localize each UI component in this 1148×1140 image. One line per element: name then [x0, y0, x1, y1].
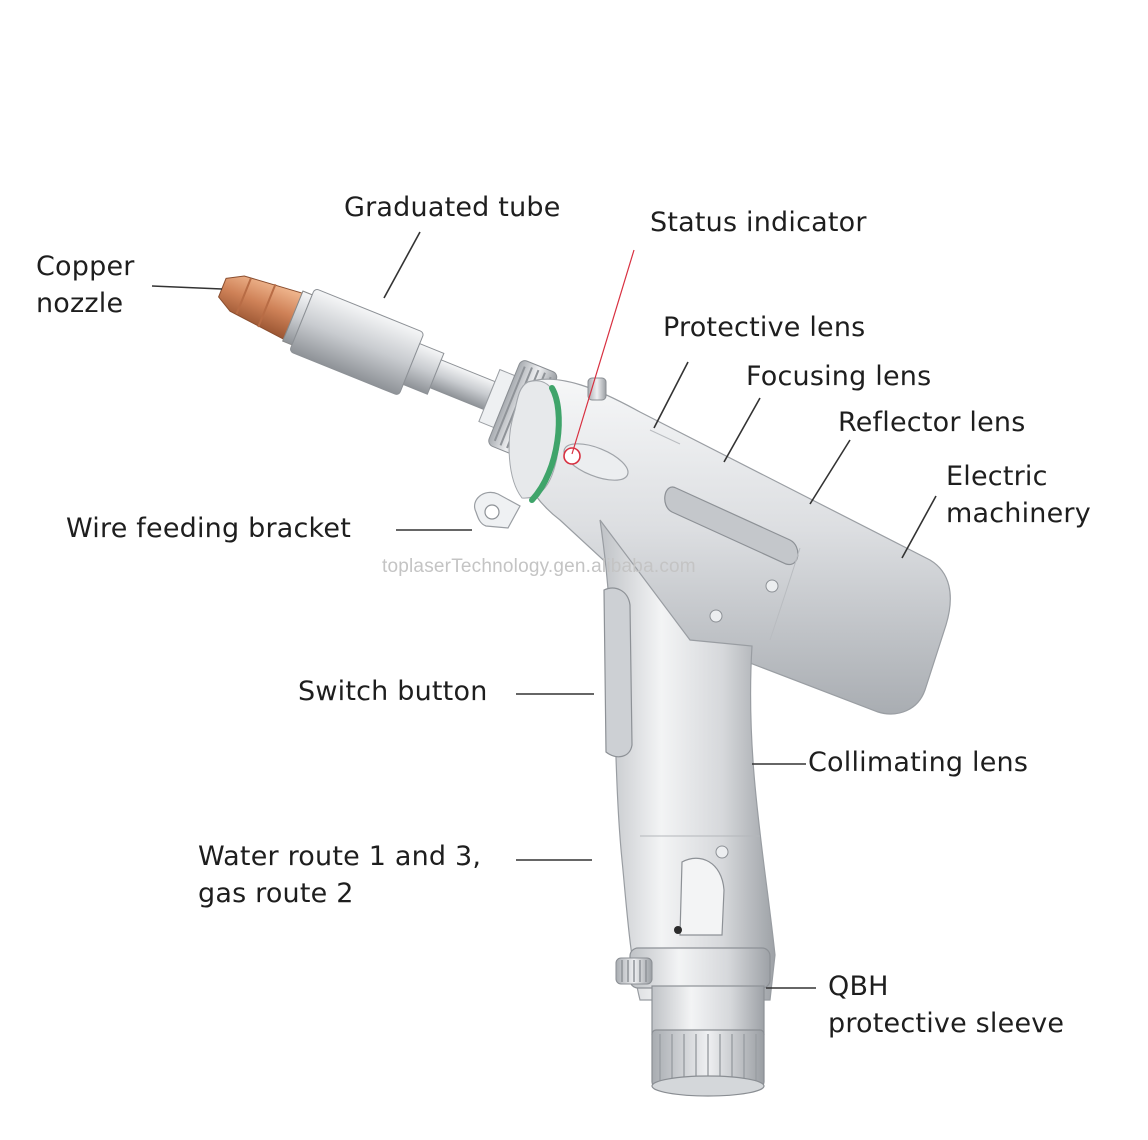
label-copper-nozzle-line2: nozzle	[36, 288, 124, 319]
leader-electric-machinery	[901, 495, 937, 559]
label-qbh-sleeve-line2: protective sleeve	[828, 1008, 1065, 1039]
graduated-tube	[290, 289, 516, 429]
label-collimating-lens: Collimating lens	[808, 747, 1029, 778]
leader-lines	[151, 231, 937, 989]
label-copper-nozzle: Copper nozzle	[36, 248, 135, 322]
label-protective-lens: Protective lens	[663, 312, 866, 343]
label-qbh-sleeve: QBH protective sleeve	[828, 968, 1064, 1042]
top-knob	[587, 377, 607, 401]
label-water-route-line2: gas route 2	[198, 878, 354, 909]
gun-handle	[599, 519, 776, 1001]
barrel-assembly	[218, 275, 558, 458]
leader-focusing-lens	[723, 397, 761, 463]
label-copper-nozzle-line1: Copper	[36, 251, 135, 282]
label-electric-machinery-line1: Electric	[946, 461, 1048, 492]
switch-button-part	[603, 587, 633, 758]
label-focusing-lens: Focusing lens	[746, 361, 932, 392]
label-electric-machinery: Electric machinery	[946, 458, 1091, 532]
handle-window	[679, 857, 725, 936]
label-water-route-line1: Water route 1 and 3,	[198, 841, 482, 872]
leader-graduated-tube	[383, 231, 421, 299]
qbh-sleeve	[651, 985, 765, 1097]
gun-head	[508, 377, 951, 715]
label-electric-machinery-line2: machinery	[946, 498, 1091, 529]
wire-feeding-bracket	[474, 491, 521, 529]
label-status-indicator: Status indicator	[650, 207, 867, 238]
label-switch-button: Switch button	[298, 676, 488, 707]
label-qbh-sleeve-line1: QBH	[828, 971, 889, 1002]
green-ring	[529, 385, 562, 503]
leader-copper-nozzle	[151, 285, 223, 290]
leader-status-indicator	[571, 249, 635, 455]
side-slot	[664, 486, 799, 565]
leader-protective-lens	[653, 361, 689, 429]
watermark: toplaserTechnology.gen.alibaba.com	[382, 556, 696, 577]
label-graduated-tube: Graduated tube	[344, 192, 561, 223]
label-wire-feeding-bracket: Wire feeding bracket	[66, 513, 352, 544]
gun-illustration	[218, 275, 951, 1097]
label-reflector-lens: Reflector lens	[838, 407, 1026, 438]
label-water-route: Water route 1 and 3, gas route 2	[198, 838, 481, 912]
status-indicator-lamp	[563, 447, 581, 465]
copper-nozzle	[218, 275, 313, 346]
leader-reflector-lens	[809, 439, 851, 505]
